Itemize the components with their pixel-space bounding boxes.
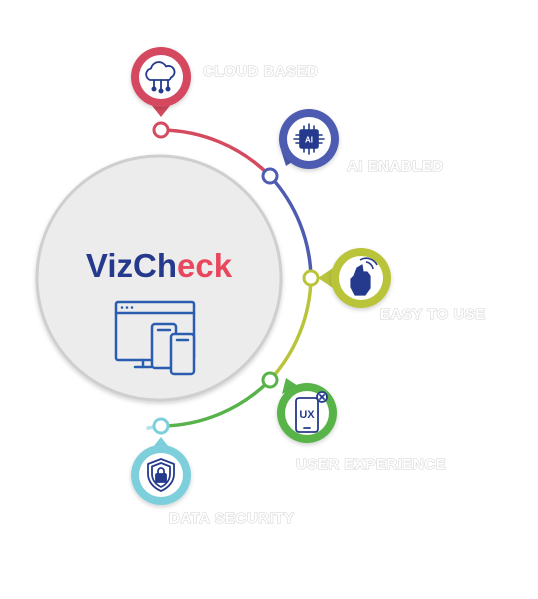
arc-segment-ux — [159, 378, 272, 428]
ai-chip-icon: AI — [293, 123, 325, 155]
feature-cloud-based: CLOUD BASED — [131, 47, 319, 117]
feature-easy-to-use: EASY TO USE — [318, 248, 486, 324]
feature-label-cloud-based: CLOUD BASED — [203, 63, 319, 80]
brand-prefix: VizCh — [86, 247, 177, 284]
hand-touch-icon — [350, 257, 378, 296]
feature-label-easy-to-use: EASY TO USE — [380, 306, 486, 323]
ux-phone-icon: UX — [295, 391, 328, 433]
pin-ux — [282, 378, 298, 394]
center-hub: VizCheck — [35, 154, 283, 402]
feature-label-user-experience: USER EXPERIENCE — [296, 456, 446, 473]
cloud-network-icon — [145, 61, 176, 94]
node-security — [152, 417, 170, 435]
arc-segment-easy — [268, 276, 313, 382]
svg-text:AI: AI — [305, 136, 313, 145]
feature-data-security: DATA SECURITY — [131, 437, 294, 528]
feature-ai-enabled: AI AI ENABLED — [279, 109, 444, 176]
feature-label-ai-enabled: AI ENABLED — [347, 158, 444, 175]
feature-label-data-security: DATA SECURITY — [169, 510, 294, 527]
pin-easy — [318, 268, 333, 288]
node-cloud — [152, 121, 170, 139]
devices-icon — [114, 300, 196, 376]
node-ai — [261, 167, 279, 185]
brand-highlight: e — [177, 247, 195, 284]
feature-user-experience: UX USER EXPERIENCE — [277, 378, 446, 474]
center-circle — [35, 154, 283, 402]
brand-logo: VizCheck — [86, 247, 233, 284]
svg-text:UX: UX — [299, 409, 315, 421]
brand-suffix: ck — [195, 247, 232, 284]
arc-segment-ai — [268, 174, 313, 280]
node-easy — [302, 269, 320, 287]
arc-segment-cloud — [159, 128, 272, 178]
shield-lock-icon — [147, 458, 175, 492]
pin-cloud — [150, 103, 172, 117]
node-ux — [261, 371, 279, 389]
